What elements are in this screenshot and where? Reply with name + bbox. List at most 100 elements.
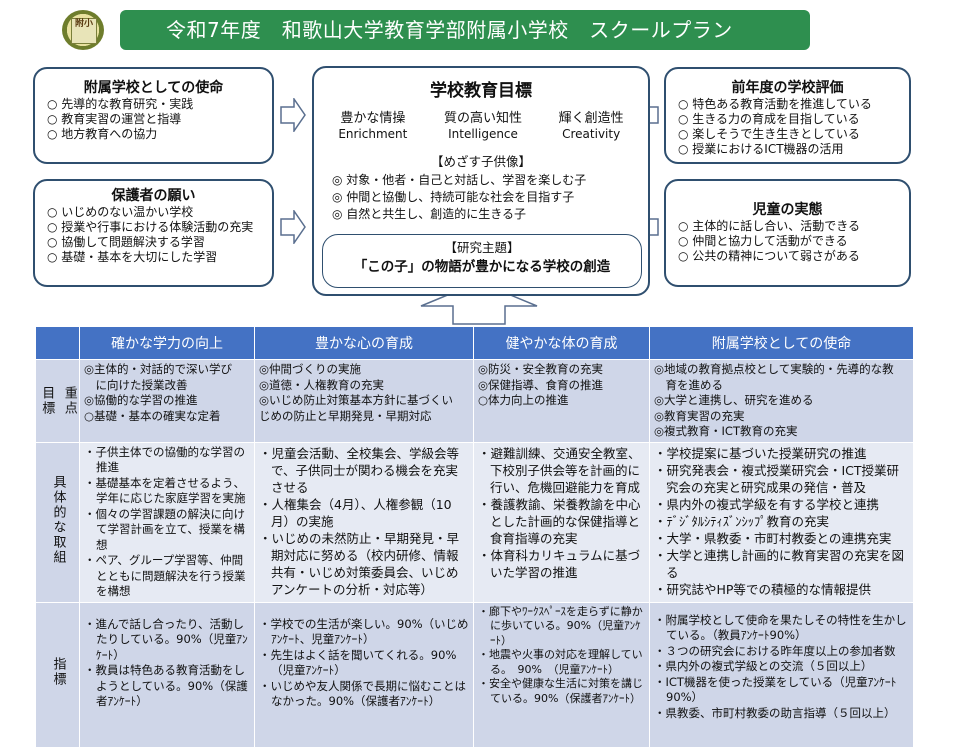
list-item: ・避難訓練、交通安全教室、下校別子供会等を計画的に行い、危機回避能力を育成 [478,445,641,495]
pillar-en: Enrichment [338,127,408,141]
list-item: ○ 生きる力の育成を目指している [678,112,860,126]
right-arrow-icon [280,210,306,244]
list-item: ◎複式教育・ICT教育の充実 [654,424,798,438]
list-item: ○ 協働して問題解決する学習 [47,235,205,249]
list-item: ○ 仲間と協力して活動ができる [678,234,848,248]
table-cell: ・廊下やﾜｰｸｽﾍﾟｰｽを走らずに静かに歩いている。90%（児童ｱﾝｹｰﾄ） ・… [473,601,650,748]
list-item: ・養護教諭、栄養教諭を中心とした計画的な保健指導と食育指導の充実 [478,496,641,546]
list-item: ・県教委、市町村教委の助言指導（５回以上） [654,705,896,720]
list-item: ・ペア、グループ学習等、仲間とともに問題解決を行う授業を構想 [84,553,246,598]
list-item: ◎道徳・人権教育の充実 [259,377,385,392]
list-item: ◎いじめ防止対策基本方針に基づくい [259,393,454,407]
list-item: ○ 楽しそうで生き生きとしている [678,127,860,141]
list-item: ・いじめや友人関係で長期に悩むことはなかった。90%（保護者ｱﾝｹｰﾄ） [259,678,466,709]
logo-mark: 附小 [71,18,97,44]
table-cell: ◎地域の教育拠点校として実験的・先導的な教 育を進める ◎大学と連携し、研究を進… [649,359,914,443]
children-status-title: 児童の実態 [752,202,823,218]
pillar-jp: 質の高い知性 [444,111,523,126]
list-item: ○ 地方教育への協力 [47,127,158,141]
list-item: ○ 公共の精神について弱さがある [678,249,860,263]
children-status-box: 児童の実態 ○ 主体的に話し合い、活動できる ○ 仲間と協力して活動ができる ○… [664,179,911,287]
list-item: ◎防災・安全教育の充実 [478,362,604,376]
list-item: ○ 基礎・基本を大切にした学習 [47,250,218,264]
list-item: ◎大学と連携し、研究を進める [654,393,814,407]
list-item: ・大学・県教委・市町村教委との連携充実 [654,530,892,546]
header-academic: 確かな学力の向上 [79,326,255,360]
list-item: ◎ 対象・他者・自己と対話し、学習を楽しむ子 [332,173,587,187]
table-header-row: 確かな学力の向上 豊かな心の育成 健やかな体の育成 附属学校としての使命 [35,326,914,360]
table-cell: ◎仲間づくりの実施 ◎道徳・人権教育の充実 ◎いじめ防止対策基本方針に基づくい … [254,359,474,443]
list-item: に向けた授業改善 [84,377,188,392]
list-item: ◎仲間づくりの実施 [259,362,362,376]
pillar-enrichment: 豊かな情操 Enrichment [338,111,407,142]
list-item: ・進んで話し合ったり、活動したりしている。90%（児童ｱﾝｹｰﾄ） [84,616,248,662]
table-row: 目標 重点 ◎主体的・対話的で深い学び に向けた授業改善 ◎協働的な学習の推進 … [35,359,914,443]
parents-wish-box: 保護者の願い ○ いじめのない温かい学校 ○ 授業や行事における体験活動の充実 … [33,179,274,287]
pillar-creativity: 輝く創造性 Creativity [559,111,624,142]
list-item: ・ICT機器を使った授業をしている（児童ｱﾝｹｰﾄ90%） [654,674,897,705]
list-item: ・研究誌やHP等での積極的な情報提供 [654,581,871,597]
list-item: ・学校提案に基づいた授業研究の推進 [654,445,867,461]
evaluation-list: ○ 特色ある教育活動を推進している ○ 生きる力の育成を目指している ○ 楽しそ… [666,97,909,157]
list-item: ○ 主体的に話し合い、活動できる [678,219,861,233]
pillar-en: Creativity [562,127,621,141]
list-item: ◎ 自然と共生し、創造的に生きる子 [332,207,527,221]
table-cell: ・避難訓練、交通安全教室、下校別子供会等を計画的に行い、危機回避能力を育成 ・養… [473,441,650,603]
list-item: ◎保健指導、食育の推進 [478,377,604,392]
list-item: ◎教育実習の充実 [654,408,745,423]
list-item: ・附属学校として使命を果たしその特性を生かしている。（教員ｱﾝｹｰﾄ90%） [654,612,907,643]
table-cell: ・附属学校として使命を果たしその特性を生かしている。（教員ｱﾝｹｰﾄ90%） ・… [649,601,914,748]
list-item: ・個々の学習課題の解決に向けて学習計画を立て、授業を構想 [84,506,245,552]
list-item: じめの防止と早期発見・早期対応 [259,408,432,423]
list-item: ◎協働的な学習の推進 [84,393,198,407]
header-body: 健やかな体の育成 [473,326,650,360]
pillar-jp: 輝く創造性 [558,111,624,126]
list-item: ・基礎基本を定着させるよう、学年に応じた家庭学習を実施 [84,475,246,506]
list-item: ○基礎・基本の確実な定着 [84,408,221,423]
row-label-part: 目標 [39,385,55,416]
list-item: ・体育科カリキュラムに基づいた学習の推進 [478,547,641,580]
list-item: ・人権集会（4月）、人権参観（10月）の実施 [259,496,452,529]
parents-wish-title: 保護者の願い [111,188,196,204]
school-goal-title: 学校教育目標 [430,81,532,101]
list-item: ○ 先導的な教育研究・実践 [47,97,194,111]
table-cell: ・子供主体での協働的な学習の推進 ・基礎基本を定着させるよう、学年に応じた家庭学… [79,441,255,603]
list-item: ○ 教育実習の運営と指導 [47,112,182,126]
right-arrow-icon [280,98,306,132]
row-label-indicators: 指標 [35,601,80,748]
row-label-text: 具体的な取組 [50,474,66,565]
pillar-jp: 豊かな情操 [340,111,406,126]
list-item: ・３つの研究会における昨年度以上の参加者数 [654,643,896,658]
list-item: ・いじめの未然防止・早期発見・早期対応に努める（校内研修、情報共有・いじめ対策委… [259,530,460,597]
list-item: ・県内外の複式学級を有する学校と連携 [654,496,880,512]
table-row: 指標 ・進んで話し合ったり、活動したりしている。90%（児童ｱﾝｹｰﾄ） ・教員… [35,601,914,748]
mission-list: ○ 先導的な教育研究・実践 ○ 教育実習の運営と指導 ○ 地方教育への協力 [35,97,272,142]
research-theme: 「この子」の物語が豊かになる学校の創造 [353,259,611,275]
table-cell: ・進んで話し合ったり、活動したりしている。90%（児童ｱﾝｹｰﾄ） ・教員は特色… [79,601,255,748]
children-status-list: ○ 主体的に話し合い、活動できる ○ 仲間と協力して活動ができる ○ 公共の精神… [666,219,909,264]
list-item: ・廊下やﾜｰｸｽﾍﾟｰｽを走らずに静かに歩いている。90%（児童ｱﾝｹｰﾄ） [478,604,643,647]
plan-table: 確かな学力の向上 豊かな心の育成 健やかな体の育成 附属学校としての使命 目標 … [35,326,914,748]
list-item: 育を進める [654,377,723,392]
row-label-key-goals: 目標 重点 [35,359,80,443]
pillar-intelligence: 質の高い知性 Intelligence [444,111,522,142]
header-heart: 豊かな心の育成 [254,326,474,360]
list-item: ◎主体的・対話的で深い学び [84,362,233,376]
table-cell: ・学校での生活が楽しい。90%（いじめｱﾝｹｰﾄ、児童ｱﾝｹｰﾄ） ・先生はよく… [254,601,474,748]
list-item: ・児童会活動、全校集会、学級会等で、子供同士が関わる機会を充実させる [259,445,460,495]
school-goal-box: 学校教育目標 豊かな情操 Enrichment 質の高い知性 Intellige… [312,66,650,296]
page-title: 令和7年度 和歌山大学教育学部附属小学校 スクールプラン [120,10,810,50]
list-item: ・ﾃﾞｼﾞﾀﾙｼﾃｨｽﾞﾝｼｯﾌﾟ教育の充実 [654,513,830,529]
evaluation-title: 前年度の学校評価 [731,80,844,96]
list-item: ・教員は特色ある教育活動をしようとしている。90%（保護者ｱﾝｹｰﾄ） [84,663,248,708]
list-item: ・地震や火事の対応を理解している。 90% （児童ｱﾝｹｰﾄ） [478,648,643,676]
list-item: ・研究発表会・複式授業研究会・ICT授業研究会の充実と研究成果の発信・普及 [654,462,900,495]
school-logo: 附小 [62,10,104,50]
table-cell: ・学校提案に基づいた授業研究の推進 ・研究発表会・複式授業研究会・ICT授業研究… [649,441,914,603]
research-label: 【研究主題】 [444,240,520,255]
table-cell: ・児童会活動、全校集会、学級会等で、子供同士が関わる機会を充実させる ・人権集会… [254,441,474,603]
goal-pillars: 豊かな情操 Enrichment 質の高い知性 Intelligence 輝く創… [314,111,648,142]
list-item: ○ 授業におけるICT機器の活用 [678,142,844,156]
evaluation-box: 前年度の学校評価 ○ 特色ある教育活動を推進している ○ 生きる力の育成を目指し… [664,67,911,164]
parents-wish-list: ○ いじめのない温かい学校 ○ 授業や行事における体験活動の充実 ○ 協働して問… [35,205,272,265]
